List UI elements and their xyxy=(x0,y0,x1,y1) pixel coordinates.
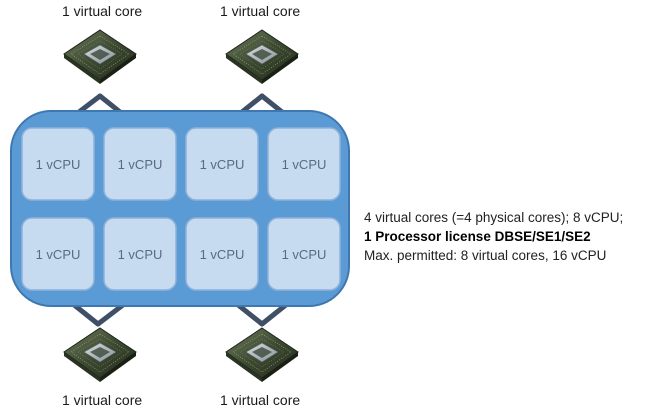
vcpu-row-1: 1 vCPU 1 vCPU 1 vCPU 1 vCPU xyxy=(21,127,341,201)
info-line-max: Max. permitted: 8 virtual cores, 16 vCPU xyxy=(364,248,607,263)
cpu-chip-icon xyxy=(225,327,299,383)
core-label-bottom-right: 1 virtual core xyxy=(220,392,301,408)
core-label-top-left: 1 virtual core xyxy=(62,3,143,19)
vcpu-label: 1 vCPU xyxy=(118,247,163,262)
vcpu-label: 1 vCPU xyxy=(200,157,245,172)
vcpu-label: 1 vCPU xyxy=(36,157,81,172)
vcpu-label: 1 vCPU xyxy=(36,247,81,262)
info-line-cores: 4 virtual cores (=4 physical cores); 8 v… xyxy=(364,210,624,225)
vcpu-label: 1 vCPU xyxy=(282,157,327,172)
vcpu-row-2: 1 vCPU 1 vCPU 1 vCPU 1 vCPU xyxy=(21,217,341,291)
info-line-license: 1 Processor license DBSE/SE1/SE2 xyxy=(364,229,591,244)
vcpu-box xyxy=(267,217,341,291)
host-container xyxy=(10,110,350,307)
core-label-bottom-left: 1 virtual core xyxy=(62,392,143,408)
cpu-chip-icon xyxy=(63,29,137,85)
cpu-chip-icon xyxy=(63,327,137,383)
vcpu-box xyxy=(21,217,95,291)
vcpu-box xyxy=(185,217,259,291)
vcpu-box xyxy=(103,217,177,291)
license-info: 4 virtual cores (=4 physical cores); 8 v… xyxy=(364,208,623,265)
cpu-chip-icon xyxy=(225,29,299,85)
core-label-top-right: 1 virtual core xyxy=(220,3,301,19)
vcpu-box xyxy=(103,127,177,201)
vcpu-label: 1 vCPU xyxy=(200,247,245,262)
vcpu-label: 1 vCPU xyxy=(282,247,327,262)
vcpu-box xyxy=(21,127,95,201)
vcpu-box xyxy=(267,127,341,201)
vcpu-box xyxy=(185,127,259,201)
vcpu-label: 1 vCPU xyxy=(118,157,163,172)
